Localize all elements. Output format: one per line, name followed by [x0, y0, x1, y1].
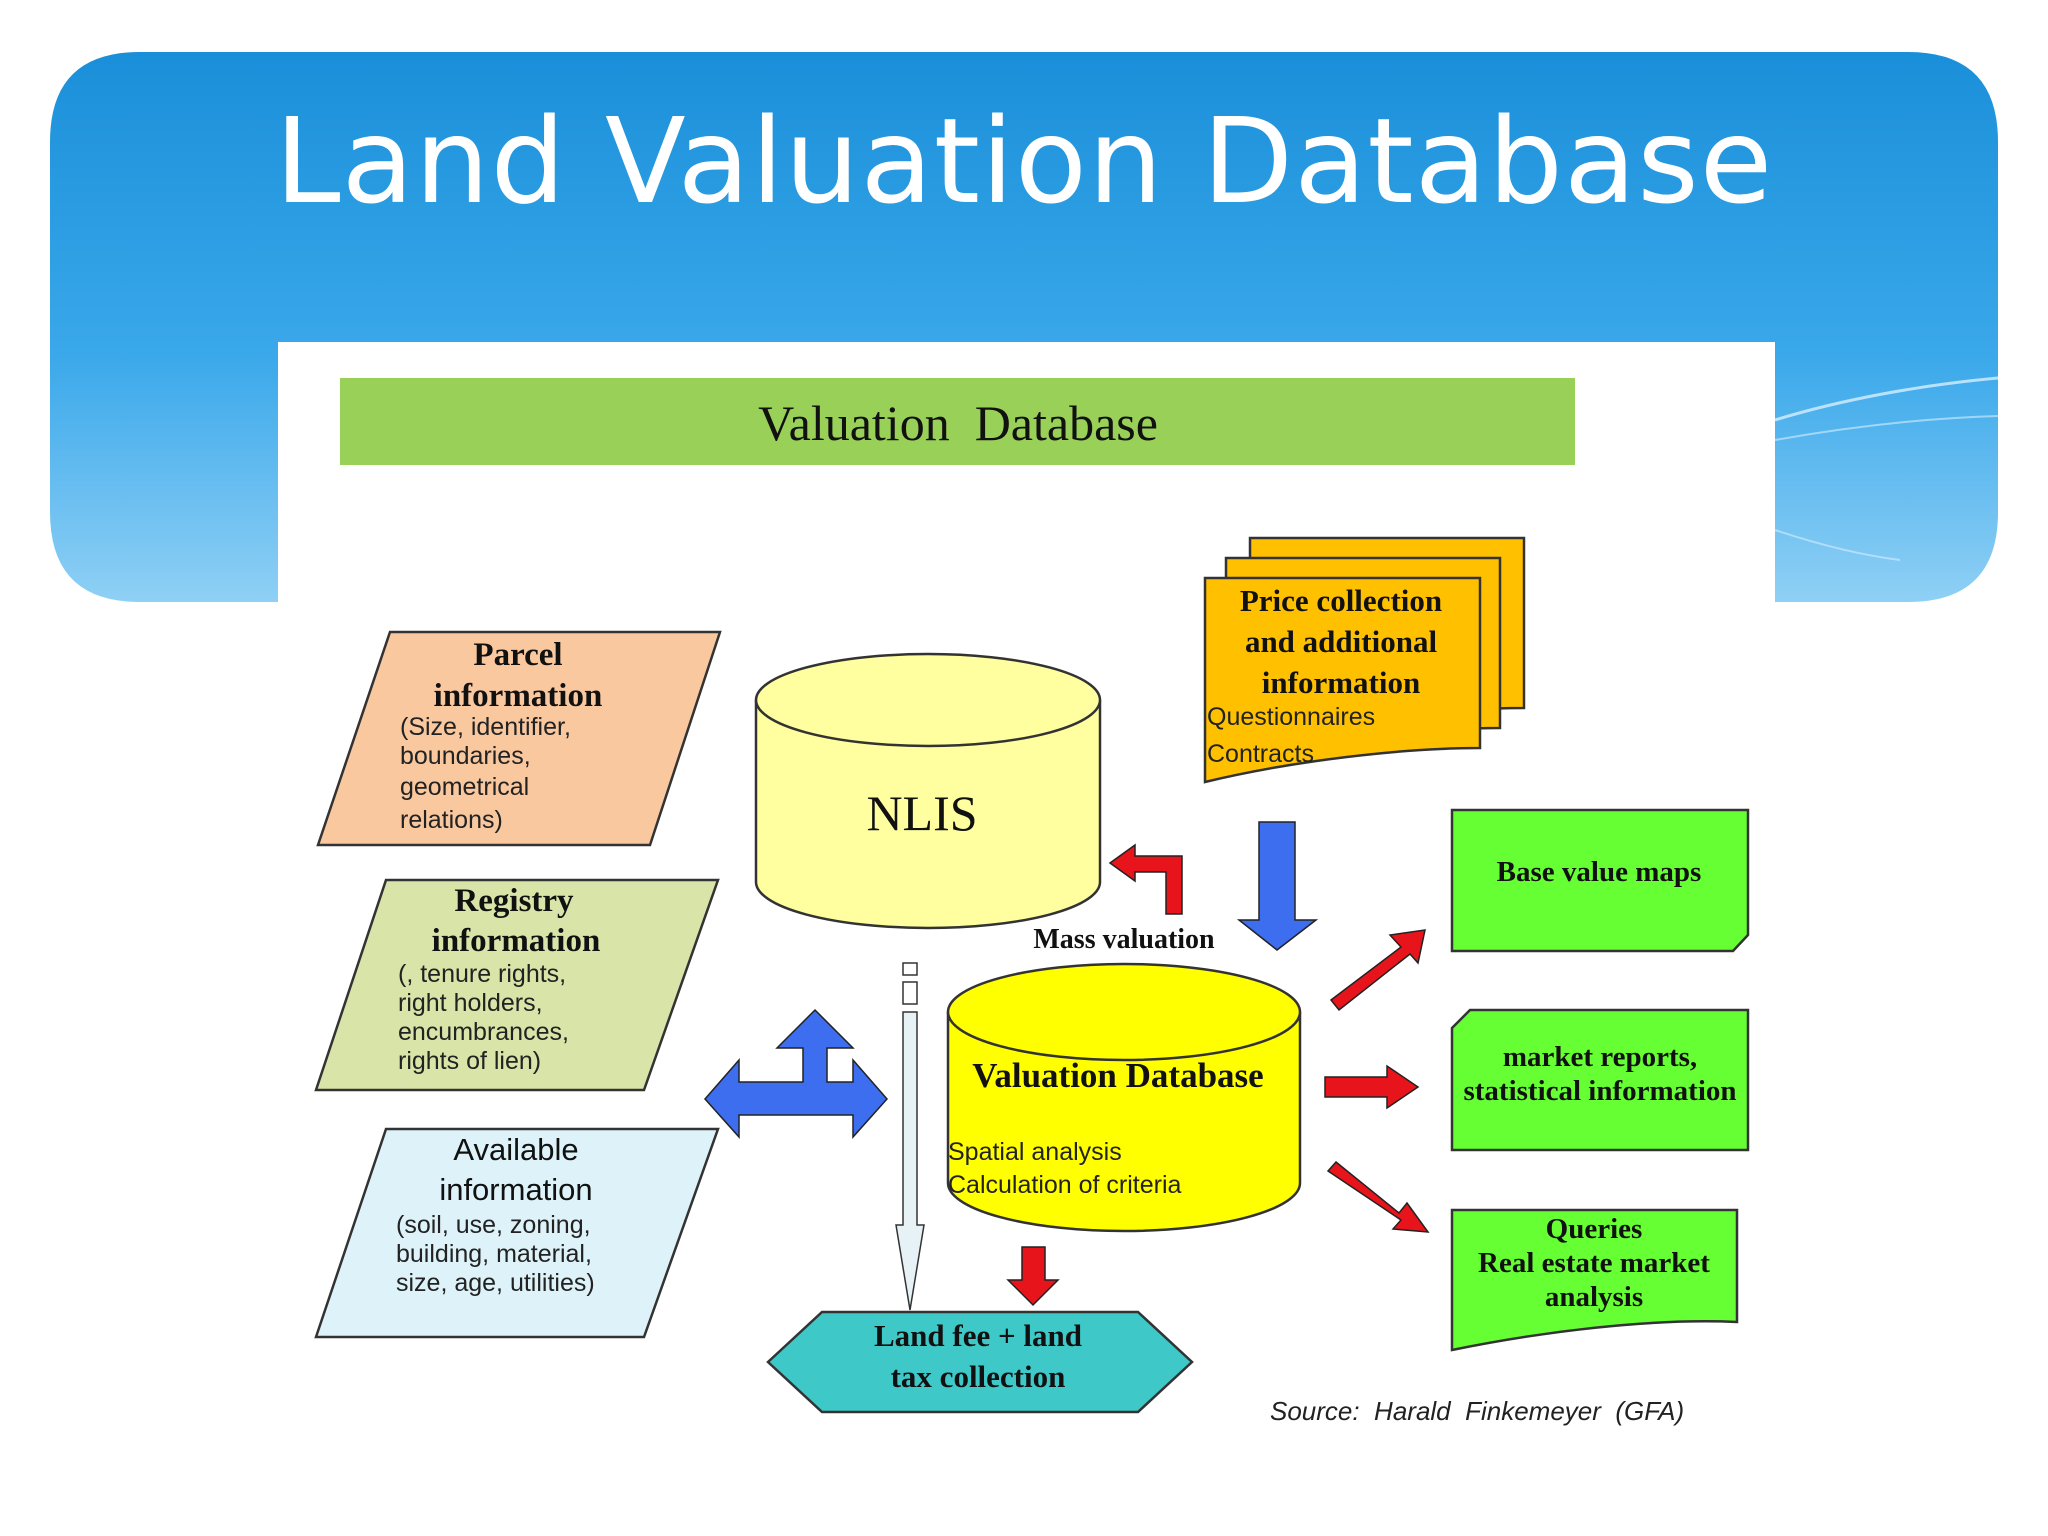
- input-detail-line: rights of lien): [398, 1047, 541, 1075]
- nlis-cylinder-top: [754, 652, 1102, 748]
- tax-collection-line: tax collection: [891, 1359, 1066, 1394]
- price-collection-detail: Contracts: [1207, 740, 1314, 768]
- valuation-cylinder-top: [946, 962, 1302, 1062]
- output-line: Base value maps: [1497, 856, 1702, 888]
- banner-swoosh: [1774, 529, 1901, 561]
- blue-four-way-arrow: [703, 1008, 889, 1139]
- price-collection-title: and additional: [1245, 624, 1438, 659]
- red-down-arrow-to-collection: [1006, 1246, 1060, 1307]
- input-detail-line: right holders,: [398, 989, 543, 1017]
- output-market-reports: market reports, statistical information: [1450, 1008, 1750, 1152]
- nlis-cylinder-body: [754, 700, 1102, 930]
- input-registry-information: Registry information (, tenure rights, r…: [314, 878, 720, 1092]
- input-detail-line: boundaries,: [400, 742, 531, 770]
- valuation-db-title: Valuation Database: [972, 1056, 1263, 1095]
- banner-swoosh: [1774, 415, 1999, 441]
- input-detail-line: relations): [400, 806, 503, 834]
- input-title-line: information: [432, 923, 601, 959]
- input-shape: [314, 878, 720, 1092]
- diagram-header-label: Valuation Database: [758, 395, 1158, 451]
- tax-collection-hexagon: [766, 1310, 1194, 1414]
- tax-collection-line: Land fee + land: [874, 1318, 1082, 1353]
- slide-title: Land Valuation Database: [274, 92, 1774, 230]
- mass-valuation-label: Mass valuation: [1033, 924, 1215, 955]
- input-title-line: Parcel: [473, 637, 562, 673]
- input-detail-line: (Size, identifier,: [400, 713, 571, 741]
- banner-swoosh: [1774, 376, 1999, 422]
- red-bent-arrow-to-nlis: [1108, 843, 1183, 915]
- price-collection-title: information: [1262, 665, 1420, 700]
- valuation-db-detail: Calculation of criteria: [948, 1171, 1182, 1199]
- input-detail-line: geometrical: [400, 773, 529, 801]
- input-detail-line: (soil, use, zoning,: [396, 1211, 591, 1239]
- input-available-information: Available information (soil, use, zoning…: [314, 1127, 720, 1339]
- input-detail-line: encumbrances,: [398, 1018, 569, 1046]
- input-detail-line: building, material,: [396, 1240, 592, 1268]
- input-shape: [314, 1127, 720, 1339]
- red-arrow-to-queries: [1326, 1160, 1430, 1233]
- input-title-line: information: [434, 678, 603, 714]
- red-arrow-to-base-value-maps: [1329, 929, 1426, 1012]
- diagram-header-bar: [340, 378, 1575, 465]
- input-parcel-information: Parcel information (Size, identifier, bo…: [316, 630, 722, 847]
- nlis-to-collection-arrow: [895, 962, 925, 1311]
- price-collection-documents: Price collection and additional informat…: [1203, 536, 1526, 784]
- valuation-db-detail: Spatial analysis: [948, 1138, 1122, 1166]
- output-base-value-maps: Base value maps: [1450, 808, 1750, 953]
- input-detail-line: (, tenure rights,: [398, 960, 566, 988]
- output-line: market reports,: [1503, 1041, 1697, 1073]
- blue-down-arrow: [1236, 821, 1319, 951]
- source-credit: Source: Harald Finkemeyer (GFA): [1270, 1396, 1684, 1426]
- input-title-line: information: [439, 1172, 592, 1207]
- document-front: [1203, 576, 1482, 784]
- input-shape: [316, 630, 722, 847]
- valuation-database: Valuation Database Spatial analysis Calc…: [946, 962, 1302, 1233]
- input-title-line: Available: [453, 1132, 578, 1167]
- nlis-label: NLIS: [866, 785, 977, 841]
- input-title-line: Registry: [454, 883, 574, 919]
- valuation-cylinder-body: [946, 1012, 1302, 1233]
- diagram-header: Valuation Database: [340, 378, 1575, 465]
- tax-collection-node: Land fee + land tax collection: [766, 1310, 1194, 1414]
- nlis-database: NLIS: [754, 652, 1102, 930]
- input-detail-line: size, age, utilities): [396, 1269, 595, 1297]
- output-shape: [1450, 1008, 1750, 1152]
- output-queries: Queries Real estate market analysis: [1450, 1208, 1739, 1352]
- output-shape: [1450, 808, 1750, 953]
- red-arrow-to-market-reports: [1324, 1064, 1420, 1110]
- output-line: Queries: [1546, 1213, 1643, 1245]
- price-collection-title: Price collection: [1240, 583, 1442, 618]
- price-collection-detail: Questionnaires: [1207, 703, 1375, 731]
- output-line: Real estate market: [1478, 1247, 1710, 1279]
- output-shape: [1450, 1208, 1739, 1352]
- output-line: analysis: [1545, 1281, 1643, 1313]
- output-line: statistical information: [1463, 1075, 1736, 1107]
